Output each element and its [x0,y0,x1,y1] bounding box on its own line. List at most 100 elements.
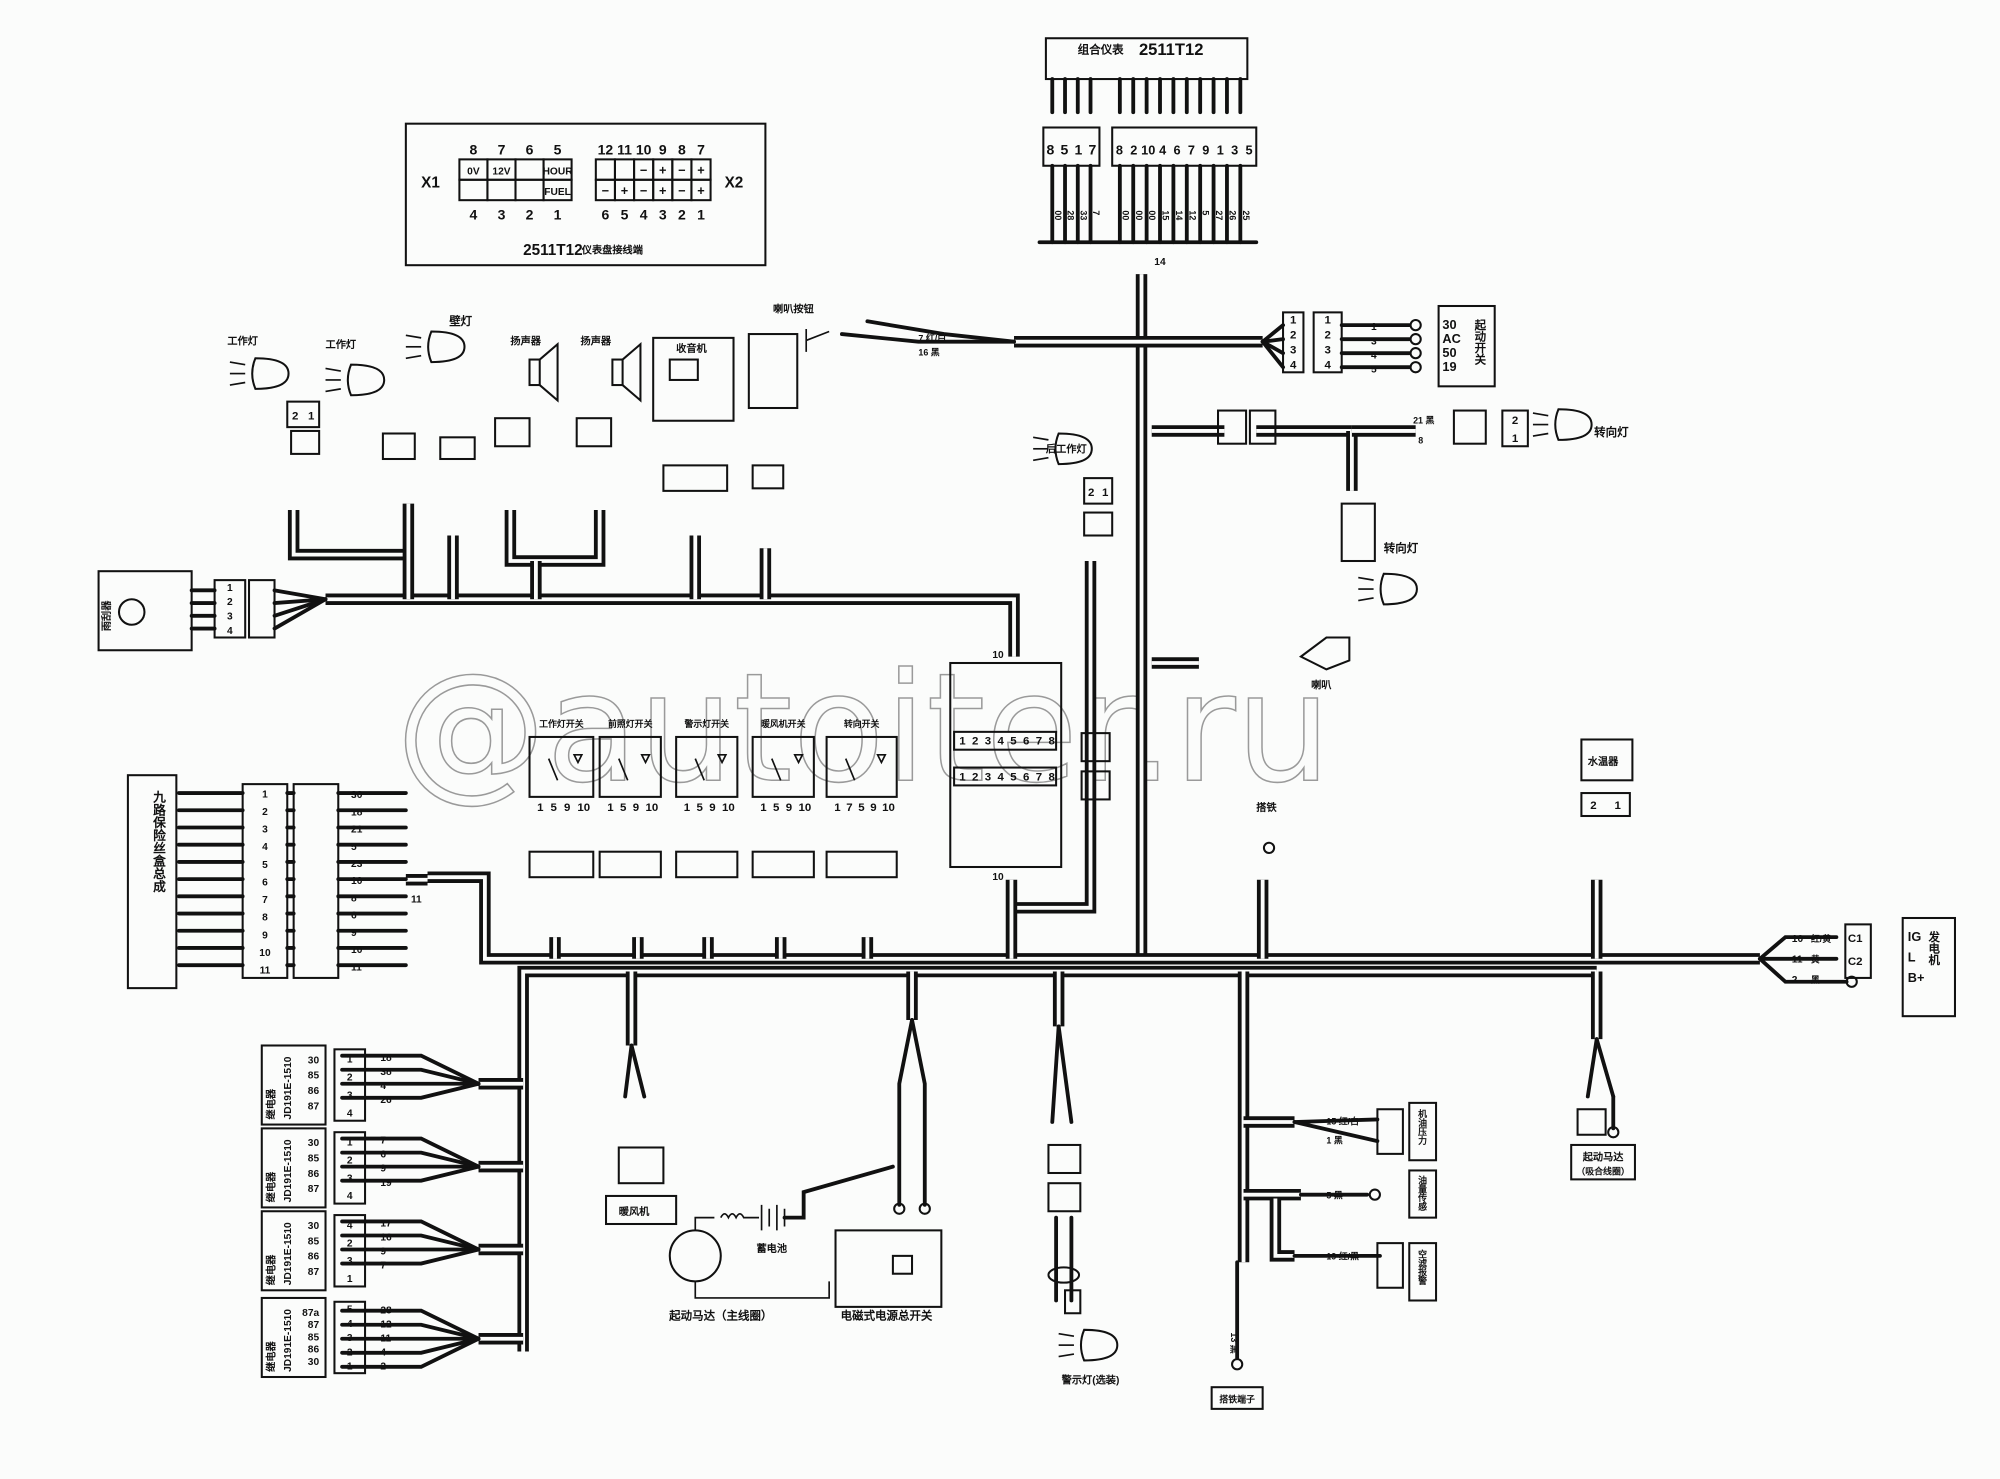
relay-pin: 87 [308,1101,320,1112]
switch-pin: 9 [564,802,570,814]
wire-number: 9 [380,1247,386,1258]
wire-number: 19 [380,1178,392,1189]
pin-label: 8 [1116,142,1123,157]
relay-pin: 30 [308,1357,320,1368]
pin-label: 4 [262,842,268,853]
terminal-ring [1231,1358,1244,1371]
wire-number: 7 [380,1136,386,1147]
ground-icon [1262,841,1276,854]
wire-number: 14 [1174,210,1184,220]
air-filter-label: 空滤报警 [1417,1248,1427,1286]
pin-label: 1 [227,583,233,594]
pin-label: 6 [262,877,268,888]
wire-number: 10 [1792,934,1804,945]
lamp-connector [1452,409,1487,445]
switch-pin: 1 [537,802,544,814]
alternator-label: 发电机 [1927,930,1941,966]
wire-number: 3 [1371,336,1377,347]
wire-number: 38 [380,1067,392,1078]
relay-box [260,1296,327,1379]
wire-number: 5 [1201,210,1211,215]
bundle-count: 14 [1154,257,1166,268]
start-switch-box [1437,304,1496,388]
switch-box [825,735,898,798]
pin-label: 4 [1159,142,1167,157]
wire [865,319,1016,344]
switch-label: 工作灯开关 [539,718,584,729]
wire [340,1164,481,1183]
wire [839,332,1016,344]
wire [340,1336,481,1369]
switch-pin: 9 [633,802,639,814]
wire [340,1067,481,1086]
starter-hold-label: 起动马达 [1582,1150,1625,1163]
starter-hold-box [1570,1143,1636,1181]
fuse-box-label: 九路保险丝盒总成 [151,791,166,894]
wire-number: 9 [380,1164,386,1175]
wire-label: 1 黑 [1326,1136,1342,1146]
start-switch-connector [1282,311,1305,374]
instrument-pinout-box [404,122,767,267]
relay-connector [333,1214,367,1288]
switch-pin: 10 [722,802,735,814]
x1-label: X1 [421,174,440,191]
relay-label: 继电器 [265,1254,278,1285]
wire-number: 2 [1792,975,1798,986]
harness-segment [504,509,606,567]
relay-connector [333,1048,367,1122]
wire-number: 5 [1371,364,1377,375]
start-switch-terminal: 50 [1442,345,1456,360]
relay-box [260,1044,327,1126]
block-pin: 3 [985,771,991,783]
indicator-diode-icon [572,753,584,765]
switch-pin: 1 [607,802,614,814]
x2-pin-number: 12 [598,141,614,157]
speaker-icon [611,342,642,403]
pin-label: 7 [1089,141,1097,157]
wire [340,1136,481,1169]
x1-cell [542,178,573,202]
terminal-ring [1845,975,1858,988]
harness-core [325,597,1016,657]
start-switch-terminal: 19 [1442,359,1456,374]
switch-contact-icon [844,758,856,781]
switch-pin: 10 [799,802,812,814]
pin-label: 10 [259,948,271,959]
wire [1292,1120,1380,1144]
switch-label: 警示灯开关 [683,718,729,729]
work-lamp-icon [325,363,386,397]
pin-label: 2 [292,410,298,422]
pin-label: 5 [1246,142,1253,157]
pin-label: 3 [347,1173,353,1184]
alternator-connector [1844,923,1872,979]
x1-pin-number: 7 [498,141,506,157]
x2-pin-number: 1 [697,206,705,222]
x2-pin-number: 8 [678,141,686,157]
wiper-label: 雨刮器 [100,600,113,631]
pin-label: 1 [1615,800,1622,812]
pin-label: 1 [308,410,315,422]
x2-pin-number: 4 [640,206,648,222]
wire-number: 7 [380,1261,386,1272]
start-switch-label: 起动开关 [1473,318,1487,365]
indicator-diode-icon [640,753,651,765]
rear-lamp-connector [1080,770,1111,801]
relay-pin: 87 [308,1184,320,1195]
horn-button-icon [805,328,830,352]
turn-lamp-icon [1532,408,1593,441]
pin-label: 2 [347,1238,353,1249]
switch-pin: 5 [697,802,704,814]
switch-label: 暖风机开关 [761,718,806,729]
wire [1260,339,1285,370]
turn-lamp-label: 转向灯 [1384,541,1419,555]
horn-button-label: 喇叭按钮 [773,302,814,315]
relay-pin: 87a [302,1308,319,1319]
pin-label: C1 [1848,933,1863,945]
x1-pin-number: 8 [470,141,478,157]
pin-label: 2 [262,807,268,818]
relay-pin: 87 [308,1320,320,1331]
wire [272,597,328,605]
pin-label: 5 [262,860,268,871]
relay-pin: 87 [308,1267,320,1278]
ground-label: 搭铁 [1256,801,1277,814]
